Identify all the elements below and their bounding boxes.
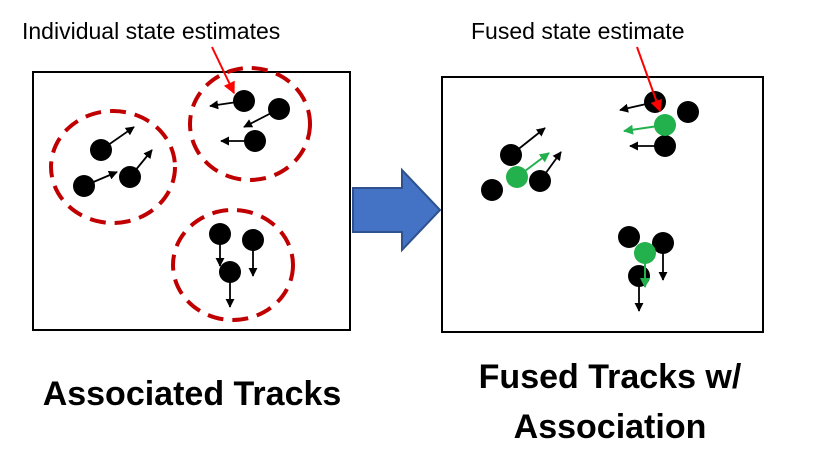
track-estimate xyxy=(677,101,699,123)
track-estimate xyxy=(652,232,674,281)
fused-estimate xyxy=(623,114,676,136)
association-ring-group-top xyxy=(188,66,312,182)
track-estimate xyxy=(220,130,266,152)
track-estimate xyxy=(629,135,676,157)
track-estimate xyxy=(481,179,503,201)
track-estimate xyxy=(209,223,231,267)
track-estimate xyxy=(90,126,135,161)
track-estimate xyxy=(73,171,118,197)
fused-estimate xyxy=(634,242,656,288)
individual-estimates-label: Individual state estimates xyxy=(22,18,281,44)
fused-tracks-caption: Fused Tracks w/ Association xyxy=(430,352,790,452)
track-estimate xyxy=(500,127,546,166)
fused-tracks-caption-line1: Fused Tracks w/ xyxy=(478,358,742,396)
fused-estimate xyxy=(506,152,550,188)
fused-tracks-caption-line2: Association xyxy=(513,408,707,446)
fused-estimate-pointer xyxy=(636,46,662,113)
association-ring-group-left xyxy=(49,109,177,225)
associated-tracks-panel xyxy=(32,66,351,331)
individual-estimates-pointer xyxy=(211,46,235,95)
track-estimate xyxy=(209,90,255,112)
association-ring-group-bottom xyxy=(171,208,295,322)
fused-estimate-label: Fused state estimate xyxy=(471,18,685,44)
right-arrow-icon xyxy=(352,167,442,253)
track-estimate xyxy=(529,151,562,192)
track-estimate xyxy=(243,98,290,128)
track-estimate xyxy=(618,226,640,248)
track-estimate xyxy=(242,229,264,277)
track-estimate xyxy=(119,149,153,188)
track-estimate xyxy=(219,261,241,308)
fused-tracks-panel xyxy=(441,76,764,333)
associated-tracks-caption: Associated Tracks xyxy=(42,375,342,413)
